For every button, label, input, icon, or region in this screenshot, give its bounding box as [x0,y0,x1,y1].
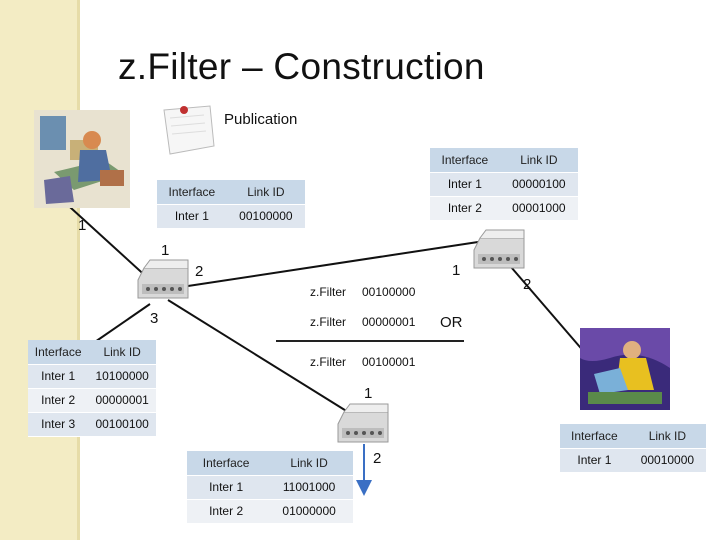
table-cell: Inter 2 [187,499,266,524]
table-header: Link ID [628,424,706,449]
zfilter-value: 00100001 [362,355,416,369]
table-cell: 00001000 [499,196,578,221]
link-left-right-router [187,241,479,287]
link-left-router-down [91,303,151,345]
link-left-bottom-router [167,299,349,413]
router-icon-bottom [337,403,389,443]
interface-number: 3 [150,310,159,327]
table-header: Interface [187,451,266,476]
interface-number: 1 [452,262,461,279]
table-header: Link ID [88,340,156,365]
table-cell: Inter 2 [430,196,500,221]
table-header: Link ID [499,148,578,173]
note-icon [163,105,215,155]
zfilter-label: z.Filter [310,315,346,329]
or-label: OR [440,314,463,331]
zfilter-label: z.Filter [310,285,346,299]
zfilter-label: z.Filter [310,355,346,369]
table-cell: 00010000 [628,448,706,473]
table-header: Link ID [265,451,353,476]
table-cell: 00000100 [499,172,578,197]
table-header: Link ID [226,180,305,205]
table-header: Interface [157,180,227,205]
zfilter-value: 00000001 [362,315,416,329]
interface-number: 1 [78,217,87,234]
table-cell: Inter 3 [28,412,89,437]
table-cell: Inter 1 [560,448,629,473]
router-icon-right [473,229,525,269]
zfilter-divider [276,340,464,342]
table-cell: Inter 1 [28,364,89,389]
table-cell: Inter 2 [28,388,89,413]
publisher-clipart [34,110,130,208]
table-cell: 10100000 [88,364,156,389]
interface-number: 2 [523,276,532,293]
interface-number: 2 [195,263,204,280]
zfilter-value: 00100000 [362,285,416,299]
slide-title: z.Filter – Construction [118,46,485,87]
table-cell: 11001000 [265,475,353,500]
interface-number: 1 [161,242,170,259]
table-cell: 00100100 [88,412,156,437]
publication-label: Publication [224,111,298,128]
table-cell: Inter 1 [430,172,500,197]
table-header: Interface [560,424,629,449]
router-icon-left [137,259,189,299]
link-publisher-left-router [59,197,151,281]
table-cell: 00100000 [226,204,305,229]
table-cell: Inter 1 [157,204,227,229]
table-cell: 00000001 [88,388,156,413]
interface-number: 2 [373,450,382,467]
table-cell: Inter 1 [187,475,266,500]
table-cell: 01000000 [265,499,353,524]
table-header: Interface [28,340,89,365]
table-header: Interface [430,148,500,173]
side-decoration [0,0,80,540]
interface-number: 1 [364,385,373,402]
subscriber-clipart [580,328,670,410]
